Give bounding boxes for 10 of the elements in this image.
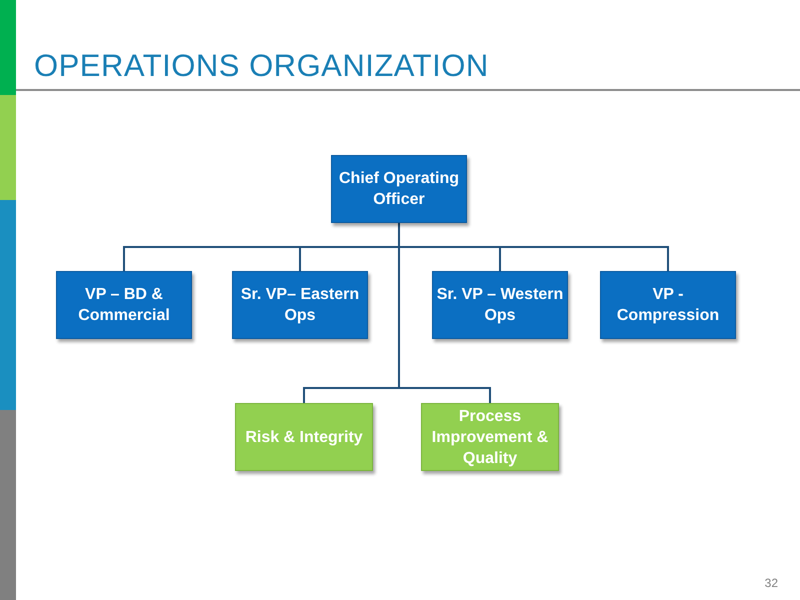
org-box: VP - Compression (600, 271, 736, 339)
org-box: Process Improvement & Quality (421, 403, 559, 471)
org-box: VP – BD & Commercial (56, 271, 192, 339)
org-box: Sr. VP – Western Ops (432, 271, 568, 339)
org-box: Chief Operating Officer (331, 155, 467, 223)
page-number: 32 (764, 575, 778, 592)
connector-line (398, 223, 491, 403)
org-box: Risk & Integrity (235, 403, 373, 471)
slide-title: OPERATIONS ORGANIZATION (34, 48, 489, 84)
org-box: Sr. VP– Eastern Ops (232, 271, 368, 339)
